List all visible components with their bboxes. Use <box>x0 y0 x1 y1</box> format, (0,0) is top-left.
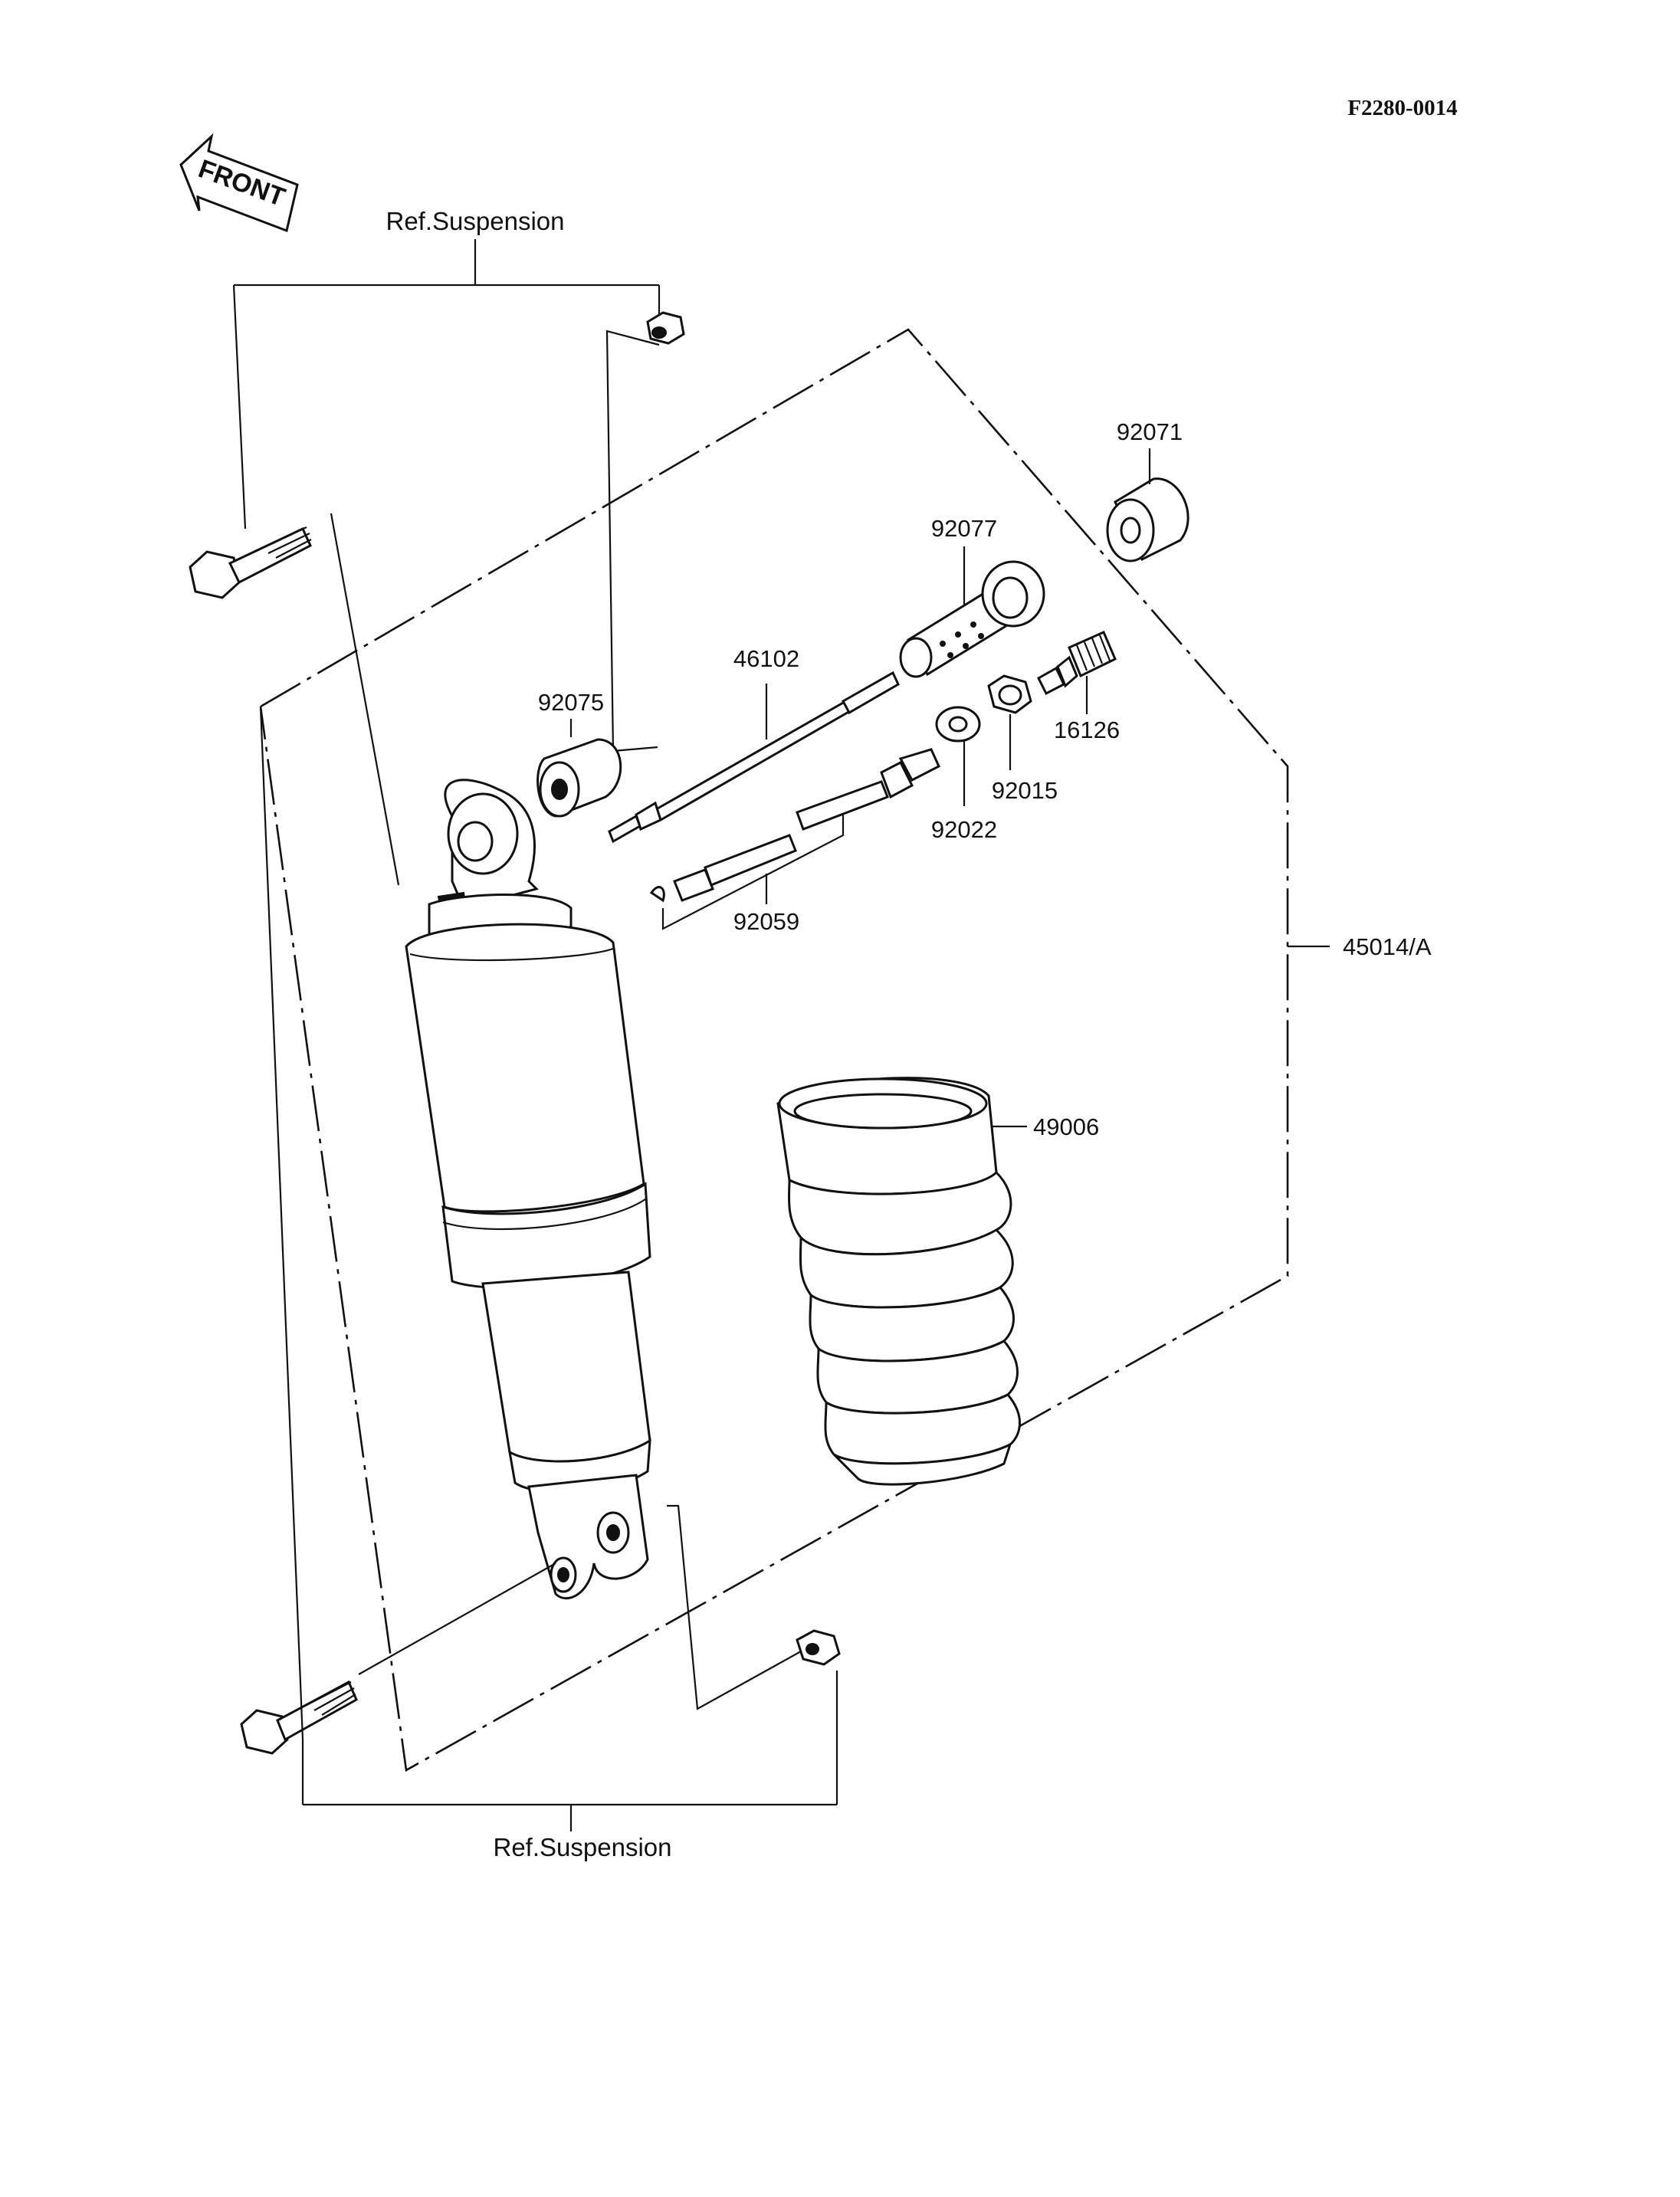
rubber-92071-icon: 92071 <box>1106 418 1189 562</box>
part-label-92075: 92075 <box>538 689 604 716</box>
part-label-92059: 92059 <box>733 908 799 935</box>
part-label-46102: 46102 <box>733 645 799 672</box>
part-label-92022: 92022 <box>931 816 997 843</box>
bottom-nut-icon <box>667 1504 841 1710</box>
part-label-16126: 16126 <box>1054 716 1120 743</box>
top-nut-icon <box>605 311 685 753</box>
stud-46102-icon: 46102 <box>608 645 900 844</box>
part-label-92077: 92077 <box>931 515 997 542</box>
ref-suspension-bottom-label: Ref.Suspension <box>494 1833 672 1861</box>
boot-49006-icon: 49006 <box>776 1077 1099 1486</box>
ref-suspension-top-bracket: Ref.Suspension <box>232 207 661 530</box>
ref-suspension-top-label: Ref.Suspension <box>386 207 565 235</box>
ref-suspension-bottom-bracket: Ref.Suspension <box>301 1671 838 1861</box>
part-label-92015: 92015 <box>992 777 1058 804</box>
top-bolt-icon <box>189 513 400 886</box>
front-arrow-icon: FRONT <box>179 133 299 233</box>
assembly-inner-lines <box>259 706 304 1740</box>
part-label-45014a: 45014/A <box>1343 933 1432 960</box>
shock-absorber-body <box>405 779 651 1600</box>
part-label-92071: 92071 <box>1117 418 1183 445</box>
bottom-bolt-icon <box>240 1562 556 1755</box>
valve-assembly-92059-icon: 92059 <box>649 748 940 935</box>
nut-92015-icon: 92015 <box>987 674 1058 804</box>
collar-92077-icon: 92077 <box>899 515 1045 678</box>
washer-92022-icon: 92022 <box>931 706 997 843</box>
bushing-92075-icon: 92075 <box>536 689 622 818</box>
assembly-boundary: 45014/A <box>259 328 1432 1772</box>
diagram-code: F2280-0014 <box>1347 96 1457 120</box>
valve-cap-16126-icon: 16126 <box>1037 631 1120 743</box>
part-label-49006: 49006 <box>1033 1113 1099 1140</box>
